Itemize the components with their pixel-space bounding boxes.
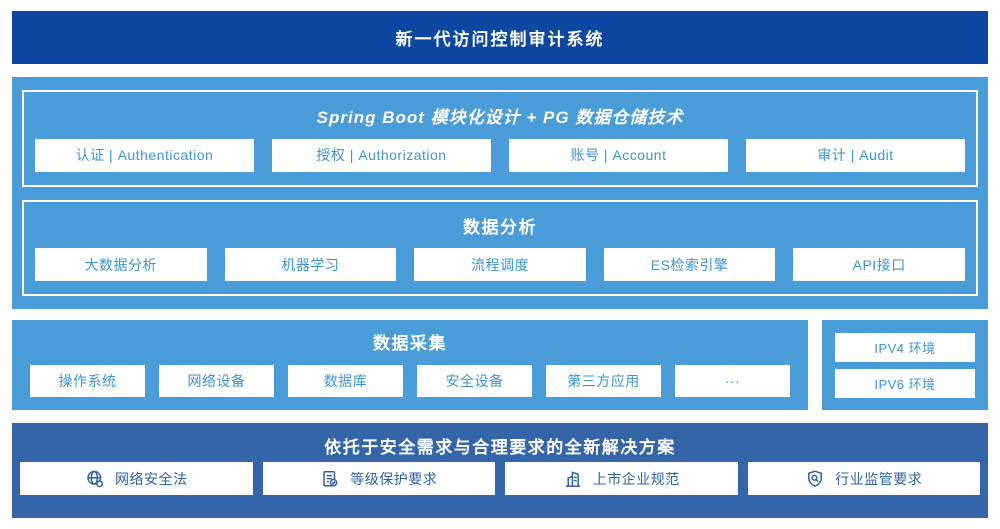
module-box: 认证 | Authentication [35,138,254,172]
data-analysis-panel: 数据分析 大数据分析机器学习流程调度 ES检索引擎 API接口 [22,199,978,296]
collection-box: ··· [675,365,790,397]
collection-box: 操作系统 [30,365,145,397]
module-box: 授权 | Authorization [272,138,491,172]
module-box: 审计 | Audit [746,138,965,172]
collection-box: 第三方应用 [546,365,661,397]
solution-box-label: 网络安全法 [115,470,188,487]
analysis-box: 机器学习 [224,248,397,281]
springboot-modules-row: 认证 | Authentication 授权 | Authorization 账号 … [24,138,976,185]
document-check-icon [320,469,340,489]
solution-box-label: 行业监管要求 [835,470,923,487]
data-collection-row: 操作系统网络设备数据库安全设备第三方应用 ··· [12,365,808,410]
analysis-box: ES检索引擎 [603,248,776,281]
solution-box: 上市企业规范 [505,462,738,495]
solution-box-label: 等级保护要求 [350,470,438,487]
ip-environment-box: IPV4 环境 [835,332,975,362]
data-collection-title: 数据采集 [373,334,447,353]
solution-section: 依托于安全需求与合理要求的全新解决方案 网络安全法 等级保护要求 上市企业规范 … [12,423,988,518]
solution-box: 等级保护要求 [262,462,495,495]
collection-box: 安全设备 [417,365,532,397]
building-icon [563,469,583,489]
solution-row: 网络安全法 等级保护要求 上市企业规范 行业监管要求 [12,462,988,518]
data-analysis-row: 大数据分析机器学习流程调度 ES检索引擎 API接口 [24,248,976,294]
system-title: 新一代访问控制审计系统 [395,30,605,49]
analysis-box: 大数据分析 [35,248,207,281]
globe-icon [85,469,105,489]
solution-box: 网络安全法 [20,462,253,495]
solution-box-label: 上市企业规范 [592,470,680,487]
platform-section: Spring Boot 模块化设计 + PG 数据仓储技术 认证 | Authe… [12,77,988,309]
collection-box: 网络设备 [159,365,274,397]
solution-title: 依托于安全需求与合理要求的全新解决方案 [324,438,676,457]
module-box: 账号 | Account [509,138,728,172]
collection-box: 数据库 [288,365,403,397]
solution-box: 行业监管要求 [747,462,980,495]
ip-environment-box: IPV6 环境 [835,368,975,398]
analysis-box: 流程调度 [414,248,586,281]
data-analysis-title: 数据分析 [463,217,537,237]
springboot-panel: Spring Boot 模块化设计 + PG 数据仓储技术 认证 | Authe… [22,90,978,187]
ip-environment-section: IPV4 环境 IPV6 环境 [822,320,988,410]
analysis-box: API接口 [793,248,965,281]
springboot-panel-title: Spring Boot 模块化设计 + PG 数据仓储技术 [316,108,684,127]
data-collection-section: 数据采集 操作系统网络设备数据库安全设备第三方应用 ··· [12,320,808,410]
system-title-banner: 新一代访问控制审计系统 [12,11,988,64]
shield-search-icon [805,469,825,489]
